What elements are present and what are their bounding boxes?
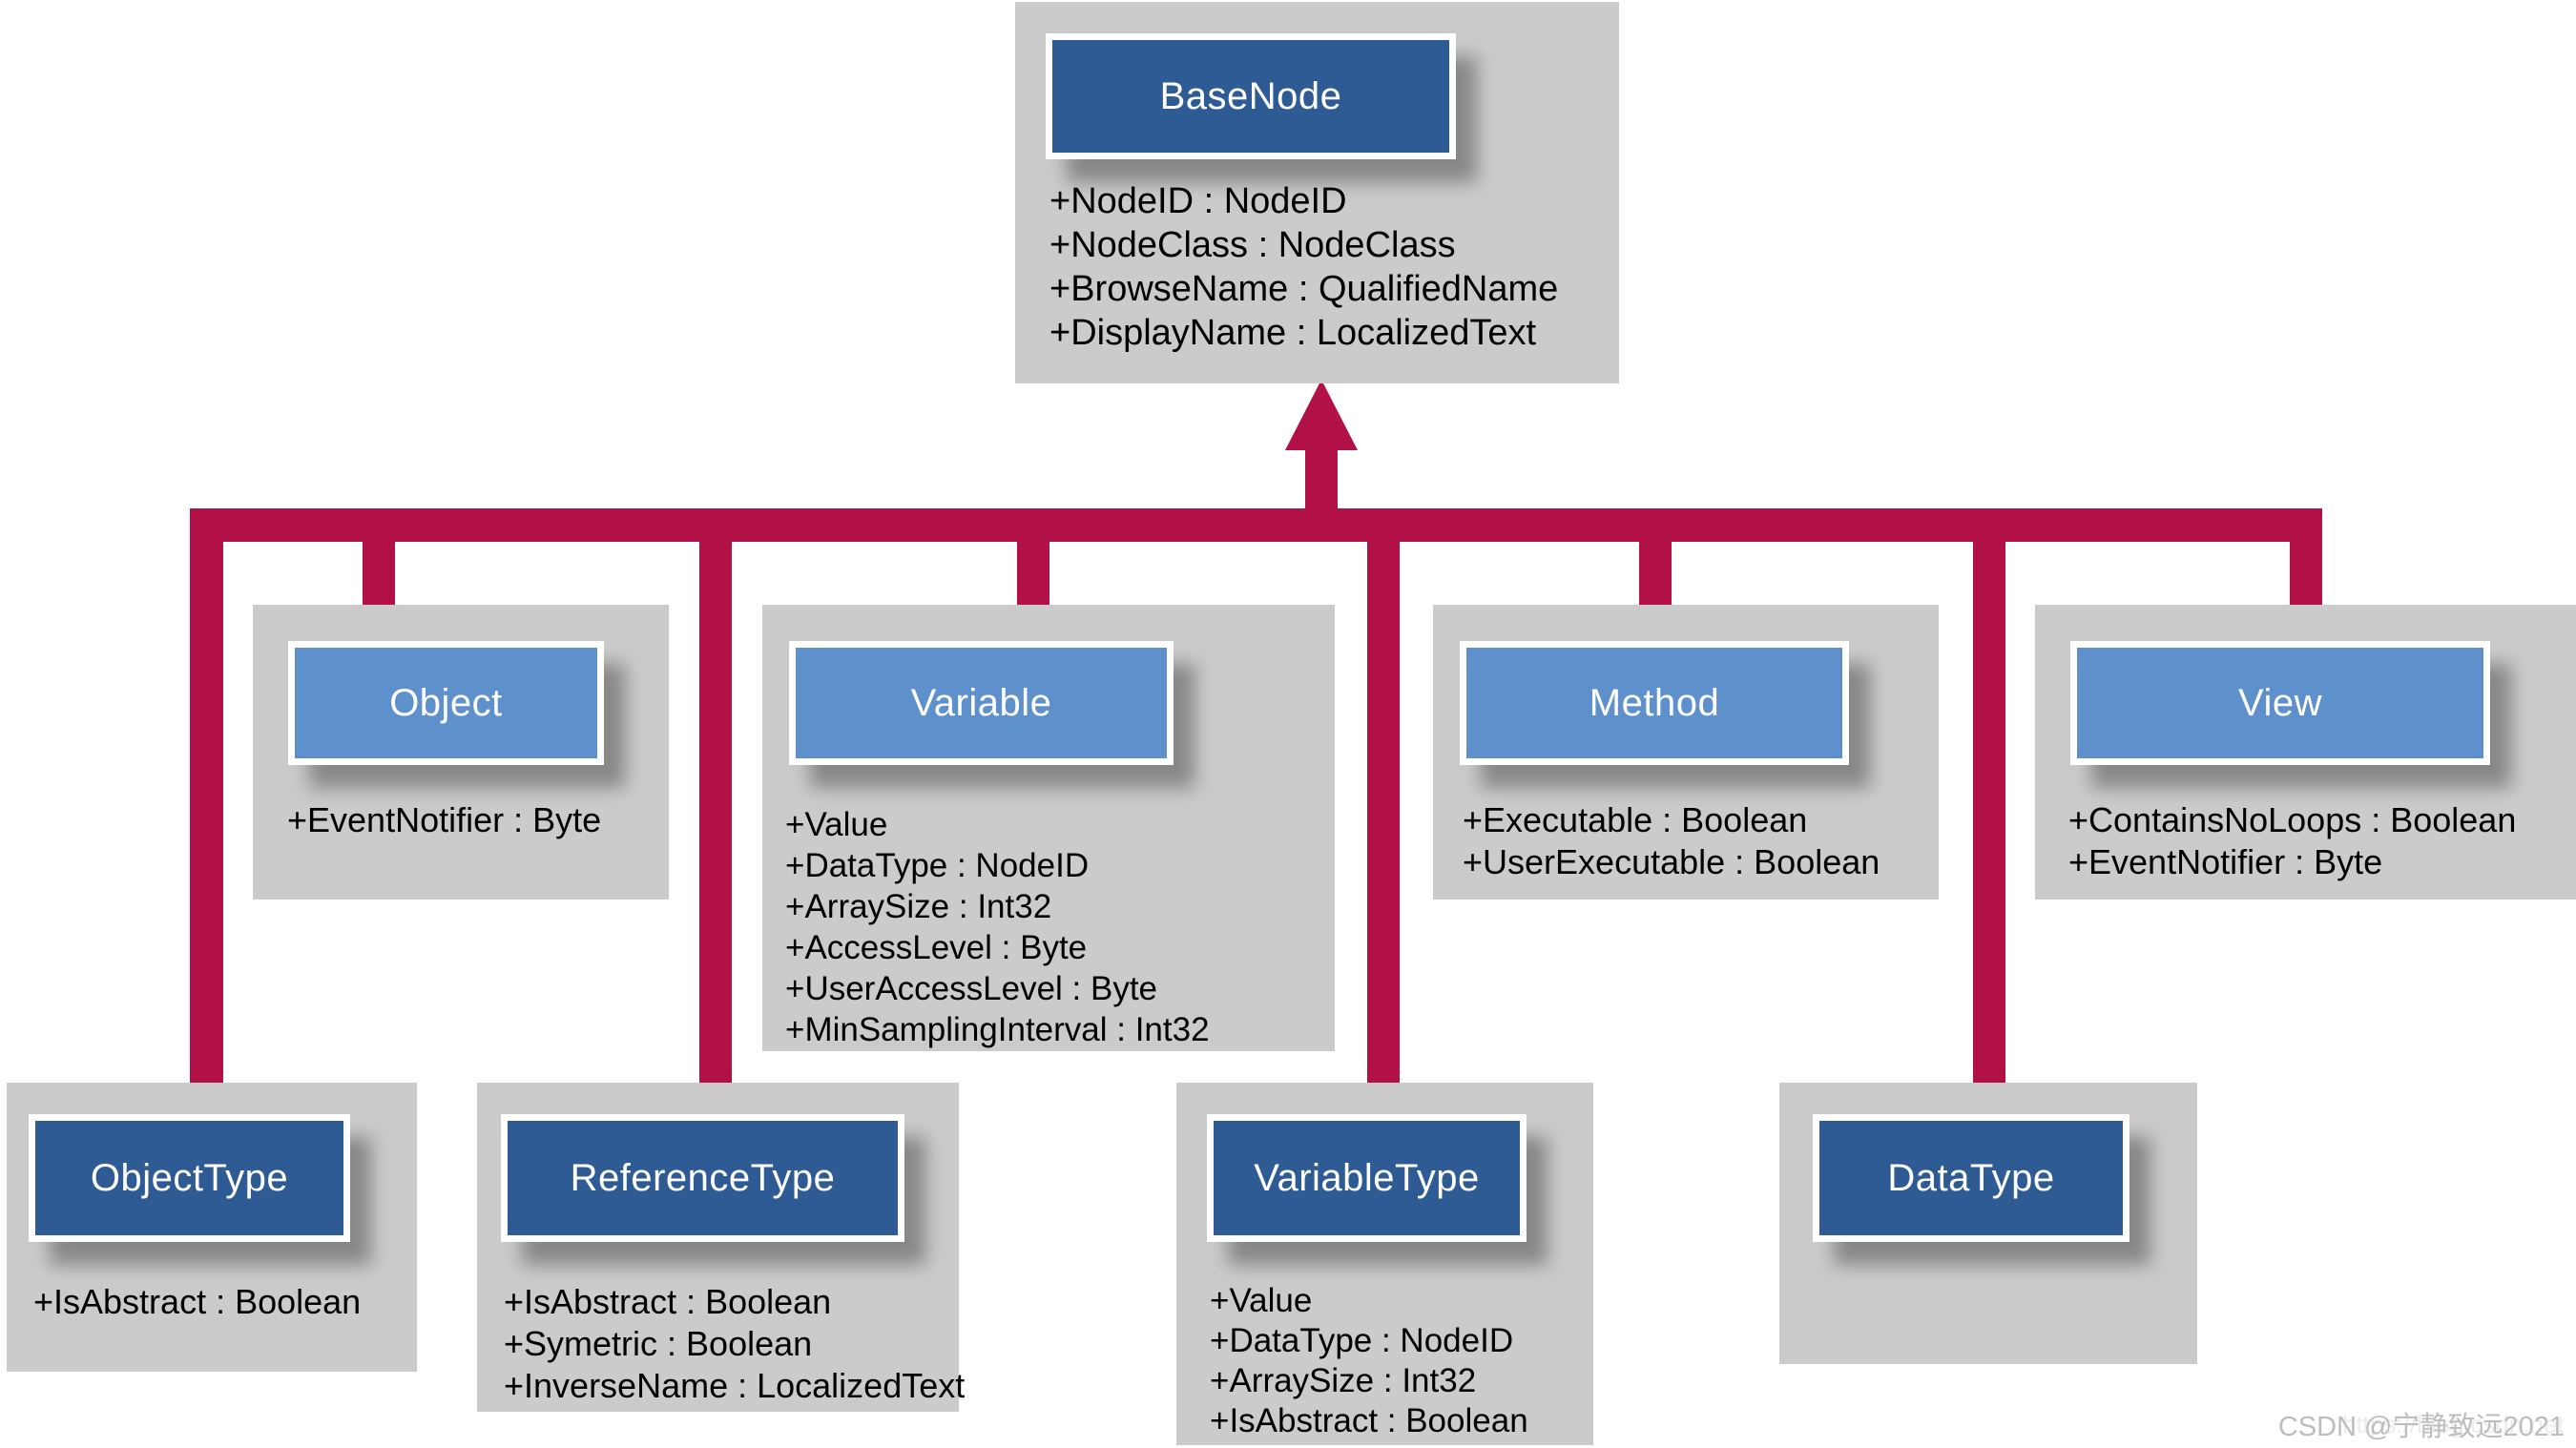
attribute-row: +Executable : Boolean: [1463, 800, 1808, 839]
inheritance-arrow-shaft: [1305, 445, 1338, 542]
class-header-variable: Variable: [789, 641, 1174, 765]
attribute-row: +UserExecutable : Boolean: [1463, 842, 1880, 881]
class-header-view: View: [2070, 641, 2490, 765]
class-card-objecttype: ObjectType +IsAbstract : Boolean: [7, 1083, 417, 1372]
class-card-variable: Variable +Value +DataType : NodeID +Arra…: [762, 605, 1335, 1051]
attribute-row: +IsAbstract : Boolean: [1210, 1402, 1528, 1439]
attribute-row: +BrowseName : QualifiedName: [1049, 269, 1559, 309]
class-header-variabletype: VariableType: [1207, 1114, 1527, 1242]
connector-drop-variabletype: [1367, 508, 1400, 1083]
attribute-row: +EventNotifier : Byte: [2068, 842, 2383, 881]
attribute-row: +ArraySize : Int32: [785, 888, 1052, 925]
class-header-object: Object: [288, 641, 604, 765]
class-card-view: View +ContainsNoLoops : Boolean +EventNo…: [2035, 605, 2576, 900]
attribute-row: +NodeID : NodeID: [1049, 181, 1347, 221]
connector-drop-variable: [1017, 508, 1049, 605]
connector-drop-object: [363, 508, 395, 605]
attribute-row: +NodeClass : NodeClass: [1049, 225, 1456, 265]
attribute-row: +DataType : NodeID: [1210, 1322, 1514, 1359]
class-card-basenode: BaseNode +NodeID : NodeID +NodeClass : N…: [1015, 2, 1619, 383]
class-title-variable: Variable: [910, 681, 1052, 724]
class-card-method: Method +Executable : Boolean +UserExecut…: [1433, 605, 1939, 900]
watermark: CSDN @宁静致远2021: [2277, 1412, 2565, 1442]
connector-horizontal-bar: [190, 508, 2322, 542]
attribute-row: +IsAbstract : Boolean: [33, 1282, 362, 1321]
attribute-row: +MinSamplingInterval : Int32: [785, 1011, 1210, 1048]
attribute-row: +ArraySize : Int32: [1210, 1362, 1477, 1399]
class-card-variabletype: VariableType +Value +DataType : NodeID +…: [1176, 1083, 1593, 1445]
attribute-row: +EventNotifier : Byte: [287, 800, 602, 839]
attribute-row: +IsAbstract : Boolean: [504, 1282, 832, 1321]
class-header-objecttype: ObjectType: [29, 1114, 350, 1242]
class-header-method: Method: [1460, 641, 1849, 765]
class-card-object: Object +EventNotifier : Byte: [253, 605, 669, 900]
attribute-row: +Symetric : Boolean: [504, 1324, 813, 1363]
attribute-row: +Value: [785, 806, 888, 843]
class-title-object: Object: [389, 681, 503, 724]
connector-drop-datatype: [1973, 508, 2005, 1083]
connector-drop-method: [1639, 508, 1672, 605]
class-header-datatype: DataType: [1813, 1114, 2129, 1242]
attribute-row: +AccessLevel : Byte: [785, 929, 1088, 966]
attribute-row: +ContainsNoLoops : Boolean: [2068, 800, 2517, 839]
class-title-method: Method: [1589, 681, 1720, 724]
attribute-row: +DisplayName : LocalizedText: [1049, 313, 1537, 353]
class-title-view: View: [2238, 681, 2322, 724]
class-header-basenode: BaseNode: [1046, 33, 1456, 159]
class-card-datatype: DataType: [1779, 1083, 2197, 1364]
class-title-basenode: BaseNode: [1159, 74, 1342, 117]
class-title-variabletype: VariableType: [1254, 1156, 1480, 1199]
attribute-row: +Value: [1210, 1282, 1313, 1319]
watermark-url-underlay: https://blog.csdn.net: [2342, 1410, 2565, 1438]
class-header-referencetype: ReferenceType: [501, 1114, 904, 1242]
inheritance-arrowhead-icon: [1285, 380, 1358, 450]
class-title-datatype: DataType: [1887, 1156, 2055, 1199]
connector-drop-view: [2290, 508, 2322, 605]
class-title-objecttype: ObjectType: [90, 1156, 289, 1199]
connector-drop-objecttype: [190, 508, 223, 1083]
class-card-referencetype: ReferenceType +IsAbstract : Boolean +Sym…: [477, 1083, 965, 1412]
attribute-row: +UserAccessLevel : Byte: [785, 970, 1158, 1007]
attribute-row: +DataType : NodeID: [785, 847, 1090, 884]
class-title-referencetype: ReferenceType: [570, 1156, 836, 1199]
attribute-row: +InverseName : LocalizedText: [504, 1366, 966, 1405]
connector-drop-referencetype: [699, 508, 732, 1083]
